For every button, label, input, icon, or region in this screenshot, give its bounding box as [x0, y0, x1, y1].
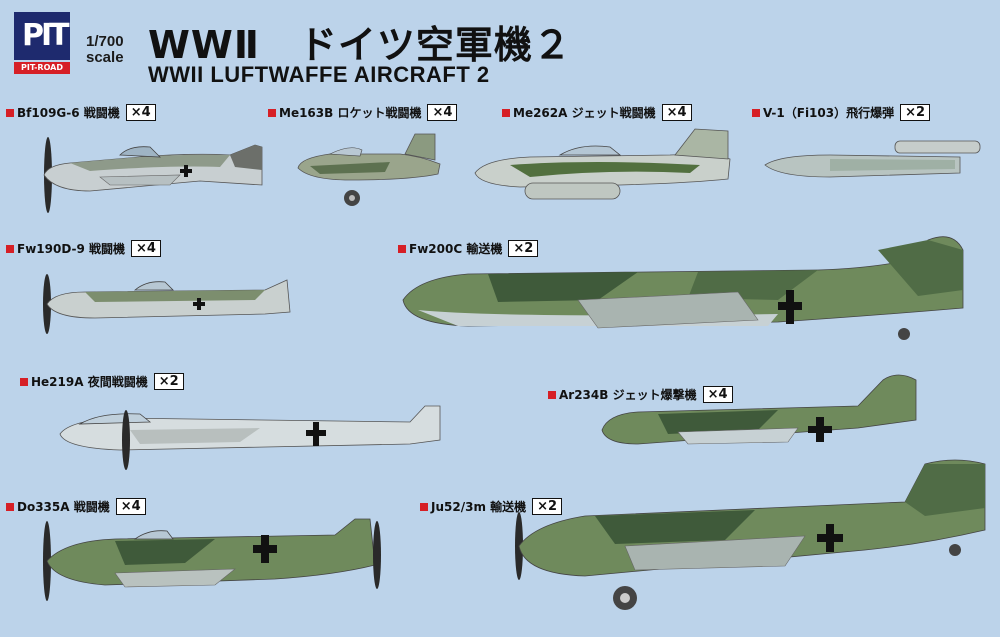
aircraft-name: Fw190D-9 戦闘機: [17, 242, 126, 256]
aircraft-name: Ju52/3m 輸送機: [431, 500, 527, 514]
scale-word: scale: [86, 49, 124, 66]
logo-band: PIT-ROAD: [14, 62, 70, 74]
label-bf109: Bf109G-6 戦闘機 ×4: [6, 104, 156, 121]
do335-illustration: [43, 518, 381, 601]
quantity-badge: ×4: [661, 104, 692, 121]
red-square-icon: [420, 502, 428, 511]
bf109-illustration: [43, 137, 263, 213]
he219-illustration: [59, 405, 441, 470]
aircraft-name: Bf109G-6 戦闘機: [17, 106, 120, 120]
aircraft-name: He219A 夜間戦闘機: [31, 375, 148, 389]
title-english: WWII LUFTWAFFE AIRCRAFT 2: [148, 62, 490, 87]
quantity-badge: ×2: [153, 373, 184, 390]
quantity-badge: ×2: [508, 240, 539, 257]
aircraft-name: Fw200C 輸送機: [409, 242, 503, 256]
logo-mark: PIT: [22, 18, 70, 53]
quantity-badge: ×2: [900, 104, 931, 121]
red-square-icon: [20, 377, 28, 386]
red-square-icon: [6, 502, 14, 511]
fw200-illustration: [402, 236, 964, 340]
me163-illustration: [297, 133, 441, 206]
label-ar234: Ar234B ジェット爆撃機 ×4: [548, 386, 733, 403]
scale-ratio: 1/700: [86, 33, 124, 50]
pit-road-logo: PIT PIT-ROAD: [14, 12, 70, 74]
logo-emblem: PIT: [14, 12, 70, 60]
label-ju52: Ju52/3m 輸送機 ×2: [420, 498, 563, 515]
v1-illustration: [764, 140, 981, 178]
label-do335: Do335A 戦闘機 ×4: [6, 498, 146, 515]
quantity-badge: ×4: [131, 240, 161, 257]
aircraft-name: Me262A ジェット戦闘機: [513, 106, 656, 120]
label-me262: Me262A ジェット戦闘機 ×4: [502, 104, 692, 121]
red-square-icon: [548, 390, 556, 399]
red-square-icon: [6, 108, 14, 117]
red-square-icon: [6, 244, 14, 253]
aircraft-name: Do335A 戦闘機: [17, 500, 110, 514]
label-v1: V-1（Fi103）飛行爆弾 ×2: [752, 104, 931, 121]
title-japanese: WWⅡ ドイツ空軍機２: [148, 23, 572, 67]
quantity-badge: ×4: [125, 104, 156, 121]
red-square-icon: [268, 108, 276, 117]
label-fw200: Fw200C 輸送機 ×2: [398, 240, 539, 257]
aircraft-name: V-1（Fi103）飛行爆弾: [763, 106, 895, 120]
label-he219: He219A 夜間戦闘機 ×2: [20, 373, 184, 390]
quantity-badge: ×4: [702, 386, 733, 403]
ar234-illustration: [601, 374, 917, 445]
quantity-badge: ×2: [532, 498, 563, 515]
quantity-badge: ×4: [427, 104, 458, 121]
fw190-illustration: [43, 274, 291, 334]
label-me163: Me163B ロケット戦闘機 ×4: [268, 104, 458, 121]
red-square-icon: [502, 108, 510, 117]
red-square-icon: [752, 108, 760, 117]
aircraft-name: Ar234B ジェット爆撃機: [559, 388, 697, 402]
scale-label: 1/700 scale: [86, 34, 124, 66]
red-square-icon: [398, 244, 406, 253]
me262-illustration: [474, 128, 731, 200]
label-fw190: Fw190D-9 戦闘機 ×4: [6, 240, 161, 257]
aircraft-name: Me163B ロケット戦闘機: [279, 106, 422, 120]
ju52-illustration: [515, 459, 986, 610]
quantity-badge: ×4: [115, 498, 146, 515]
